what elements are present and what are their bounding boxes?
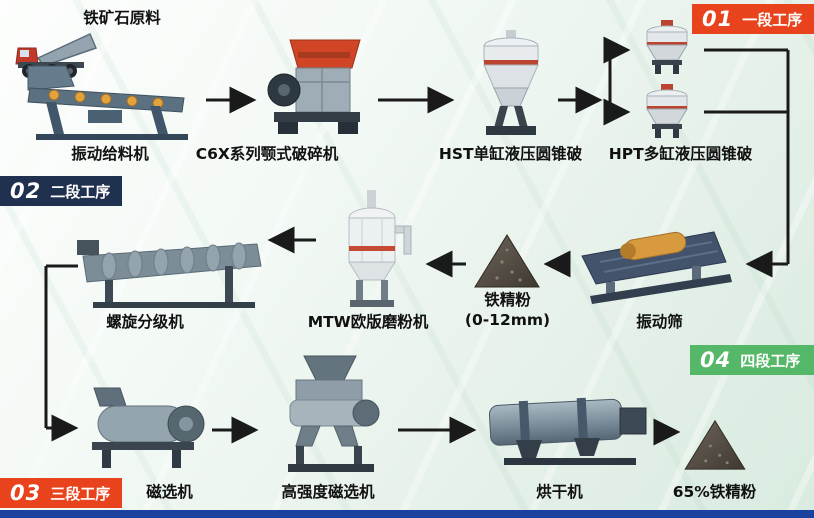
label-mtw-mill: MTW欧版磨粉机 (307, 313, 429, 331)
vibrating-screen-icon (581, 231, 732, 304)
hpt-cone-crusher-bottom-icon (646, 84, 688, 138)
stage-badge-3: 03 三段工序 (0, 478, 122, 508)
label-jaw-crusher: C6X系列颚式破碎机 (195, 145, 339, 163)
label-final-product: 65%铁精粉 (672, 483, 757, 501)
label-high-intensity-magnetic-separator: 高强度磁选机 (281, 483, 375, 501)
vibrating-feeder-icon (27, 65, 188, 140)
stage-badge-1: 01 一段工序 (692, 4, 814, 34)
stage-1-number: 01 (702, 7, 734, 31)
bottom-accent-bar (0, 510, 814, 518)
label-iron-powder-name: 铁精粉 (484, 291, 531, 309)
stage-2-number: 02 (10, 179, 42, 203)
label-dryer: 烘干机 (536, 483, 583, 501)
label-hpt-cone-crusher: HPT多缸液压圆锥破 (608, 145, 753, 163)
stage-badge-4: 04 四段工序 (690, 345, 814, 375)
stage-2-label: 二段工序 (50, 182, 111, 201)
stage-4-label: 四段工序 (740, 351, 801, 370)
stage-3-number: 03 (10, 481, 42, 505)
stage-badge-2: 02 二段工序 (0, 176, 122, 206)
label-iron-powder: 铁精粉 (0-12mm) (450, 290, 565, 330)
final-ore-pile-icon (684, 419, 746, 470)
label-vibrating-screen: 振动筛 (636, 313, 683, 331)
label-raw-material: 铁矿石原料 (83, 9, 161, 27)
label-magnetic-separator: 磁选机 (146, 483, 193, 501)
ore-pile-icon (474, 234, 540, 288)
stage-3-label: 三段工序 (50, 484, 111, 503)
magnetic-separator-icon (92, 387, 205, 468)
label-iron-powder-size: (0-12mm) (464, 311, 551, 330)
hpt-cone-crusher-top-icon (646, 20, 688, 74)
label-spiral-classifier: 螺旋分级机 (106, 313, 184, 331)
rotary-dryer-icon (488, 397, 647, 465)
spiral-classifier-icon (77, 240, 262, 308)
stage-1-label: 一段工序 (742, 10, 803, 29)
grinding-mill-icon (348, 190, 412, 307)
jaw-crusher-icon (267, 39, 361, 134)
label-hst-cone-crusher: HST单缸液压圆锥破 (438, 145, 583, 163)
high-intensity-magnetic-separator-icon (288, 355, 380, 472)
hst-cone-crusher-icon (483, 30, 539, 135)
label-vibrating-feeder: 振动给料机 (71, 145, 149, 163)
stage-4-number: 04 (700, 348, 732, 372)
